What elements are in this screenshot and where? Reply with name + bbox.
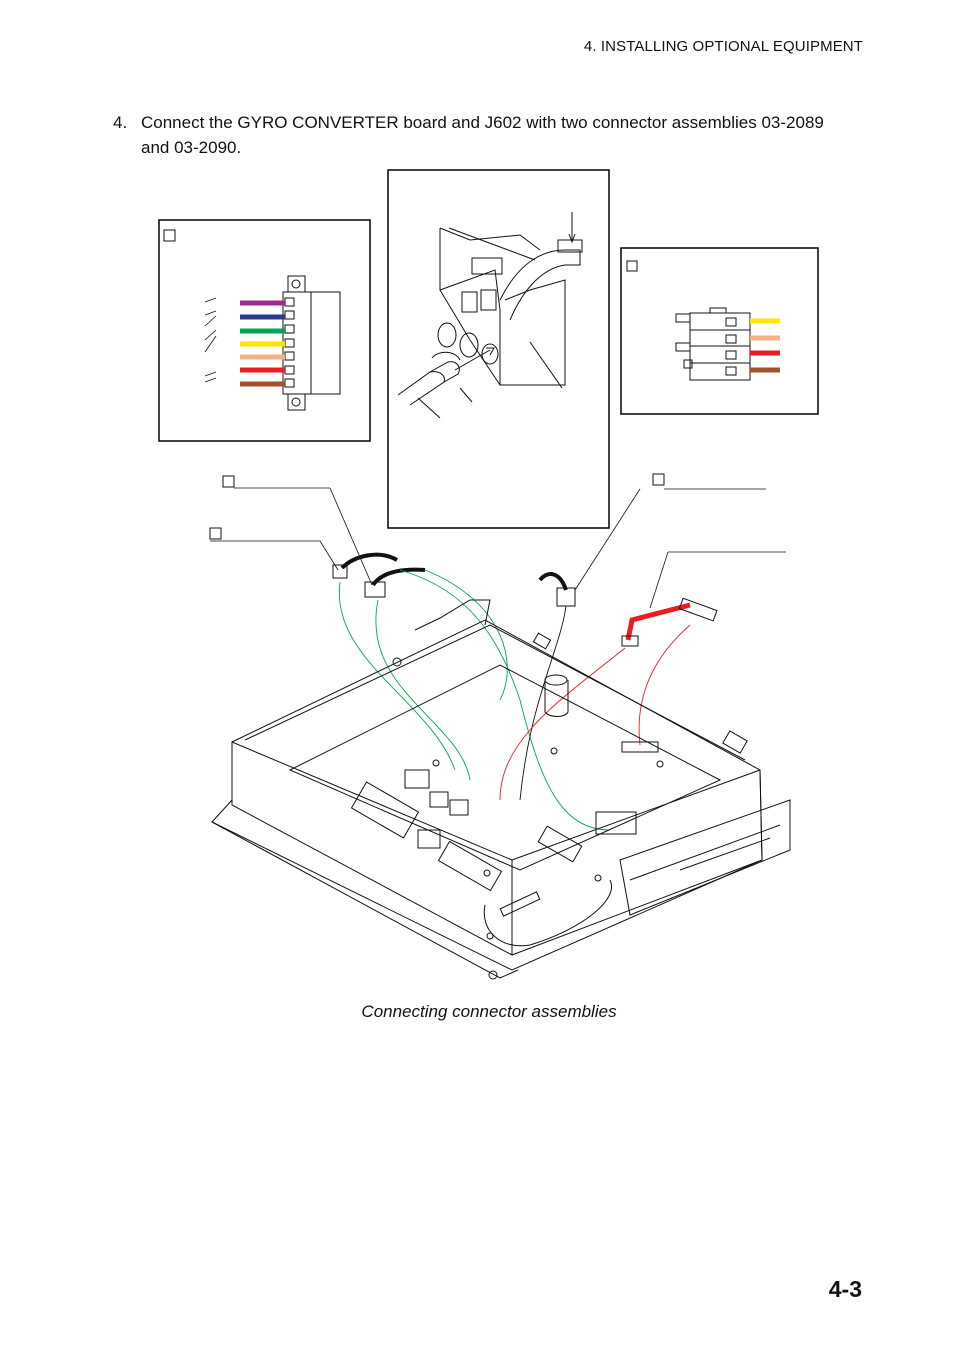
chassis-drawing (211, 599, 791, 980)
callout-markers (209, 473, 786, 609)
detail-box-left (158, 219, 371, 442)
step-text: Connect the GYRO CONVERTER board and J60… (141, 113, 824, 157)
routing-lines (338, 569, 691, 831)
step-number: 4. (113, 113, 128, 132)
cable-assemblies (332, 552, 718, 647)
figure-caption: Connecting connector assemblies (361, 1002, 617, 1021)
detail-box-right (620, 247, 819, 415)
detail-box-center (387, 169, 610, 529)
page-number: 4-3 (828, 1276, 862, 1302)
running-header: 4. INSTALLING OPTIONAL EQUIPMENT (583, 38, 863, 55)
